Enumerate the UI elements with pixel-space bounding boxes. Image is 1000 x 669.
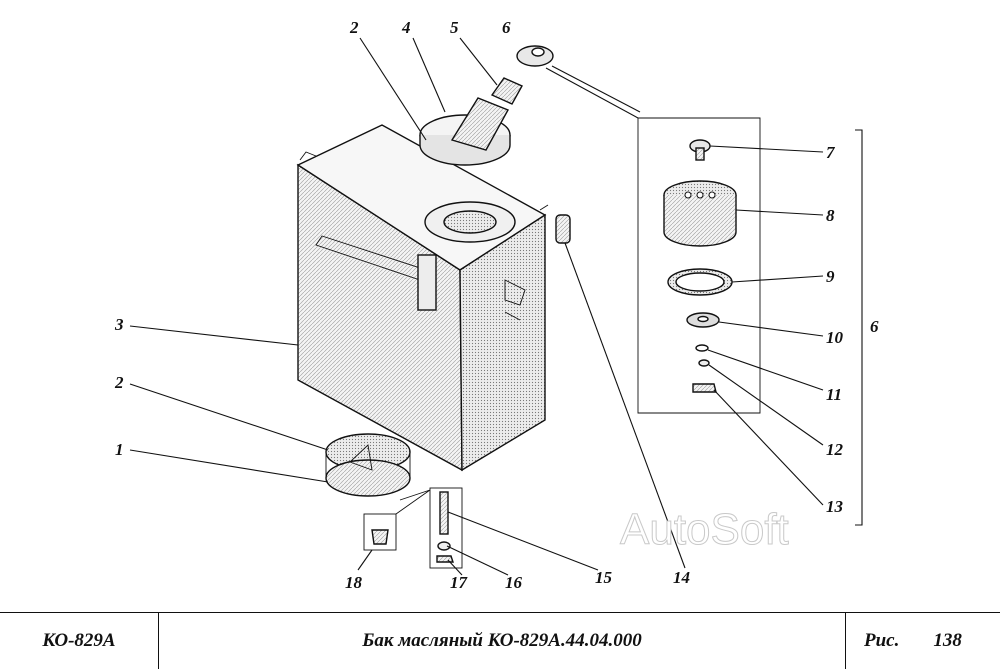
oil-tank-body: [296, 124, 549, 472]
callout-3: 3: [114, 315, 124, 334]
callout-6-right: 6: [870, 317, 879, 336]
washer-12: [698, 359, 710, 367]
plug-14: [555, 214, 571, 244]
figure-cell: Рис. 138: [846, 613, 1000, 669]
callout-6-top: 6: [502, 18, 511, 37]
filler-cap: [516, 45, 554, 67]
figure-label: Рис.: [864, 630, 900, 651]
figure-number: 138: [933, 630, 962, 651]
parts-diagram: 2 4 5 6 3 2 1 18 17 16 15 14 7 8 9 10 6 …: [114, 18, 879, 592]
gasket-9: [667, 268, 733, 296]
callout-labels: 2 4 5 6 3 2 1 18 17 16 15 14 7 8 9 10 6 …: [114, 18, 879, 592]
callout-4: 4: [401, 18, 411, 37]
callout-14: 14: [673, 568, 690, 587]
callout-5: 5: [450, 18, 459, 37]
callout-17: 17: [450, 573, 469, 592]
leader-lines: [129, 37, 824, 576]
model-cell: КО-829А: [0, 613, 159, 669]
filter-cap-8: [663, 180, 737, 247]
callout-2-top: 2: [349, 18, 359, 37]
callout-18: 18: [345, 573, 363, 592]
drain-plug-inset: [363, 489, 431, 551]
callout-9: 9: [826, 267, 835, 286]
nut-13: [692, 383, 717, 393]
screw-7: [689, 139, 711, 161]
callout-11: 11: [826, 385, 842, 404]
watermark: AutoSoft: [620, 505, 790, 555]
title-block: КО-829А Бак масляный КО-829А.44.04.000 Р…: [0, 612, 1000, 669]
bottom-flange: [325, 433, 411, 497]
drawing-title: Бак масляный КО-829А.44.04.000: [159, 613, 846, 669]
callout-2-bottom: 2: [114, 373, 124, 392]
tank-top-opening: [424, 201, 516, 243]
callout-1: 1: [115, 440, 124, 459]
callout-13: 13: [826, 497, 844, 516]
washer-11: [695, 344, 709, 352]
callout-10: 10: [826, 328, 844, 347]
callout-16: 16: [505, 573, 523, 592]
callout-15: 15: [595, 568, 613, 587]
filler-neck-ring: [490, 77, 523, 105]
stud-inset: [429, 487, 463, 569]
callout-7: 7: [826, 143, 836, 162]
breather-assembly-frame: [545, 65, 863, 526]
washer-10: [686, 312, 720, 328]
filler-flange: [419, 97, 511, 166]
callout-8: 8: [826, 206, 835, 225]
callout-12: 12: [826, 440, 844, 459]
